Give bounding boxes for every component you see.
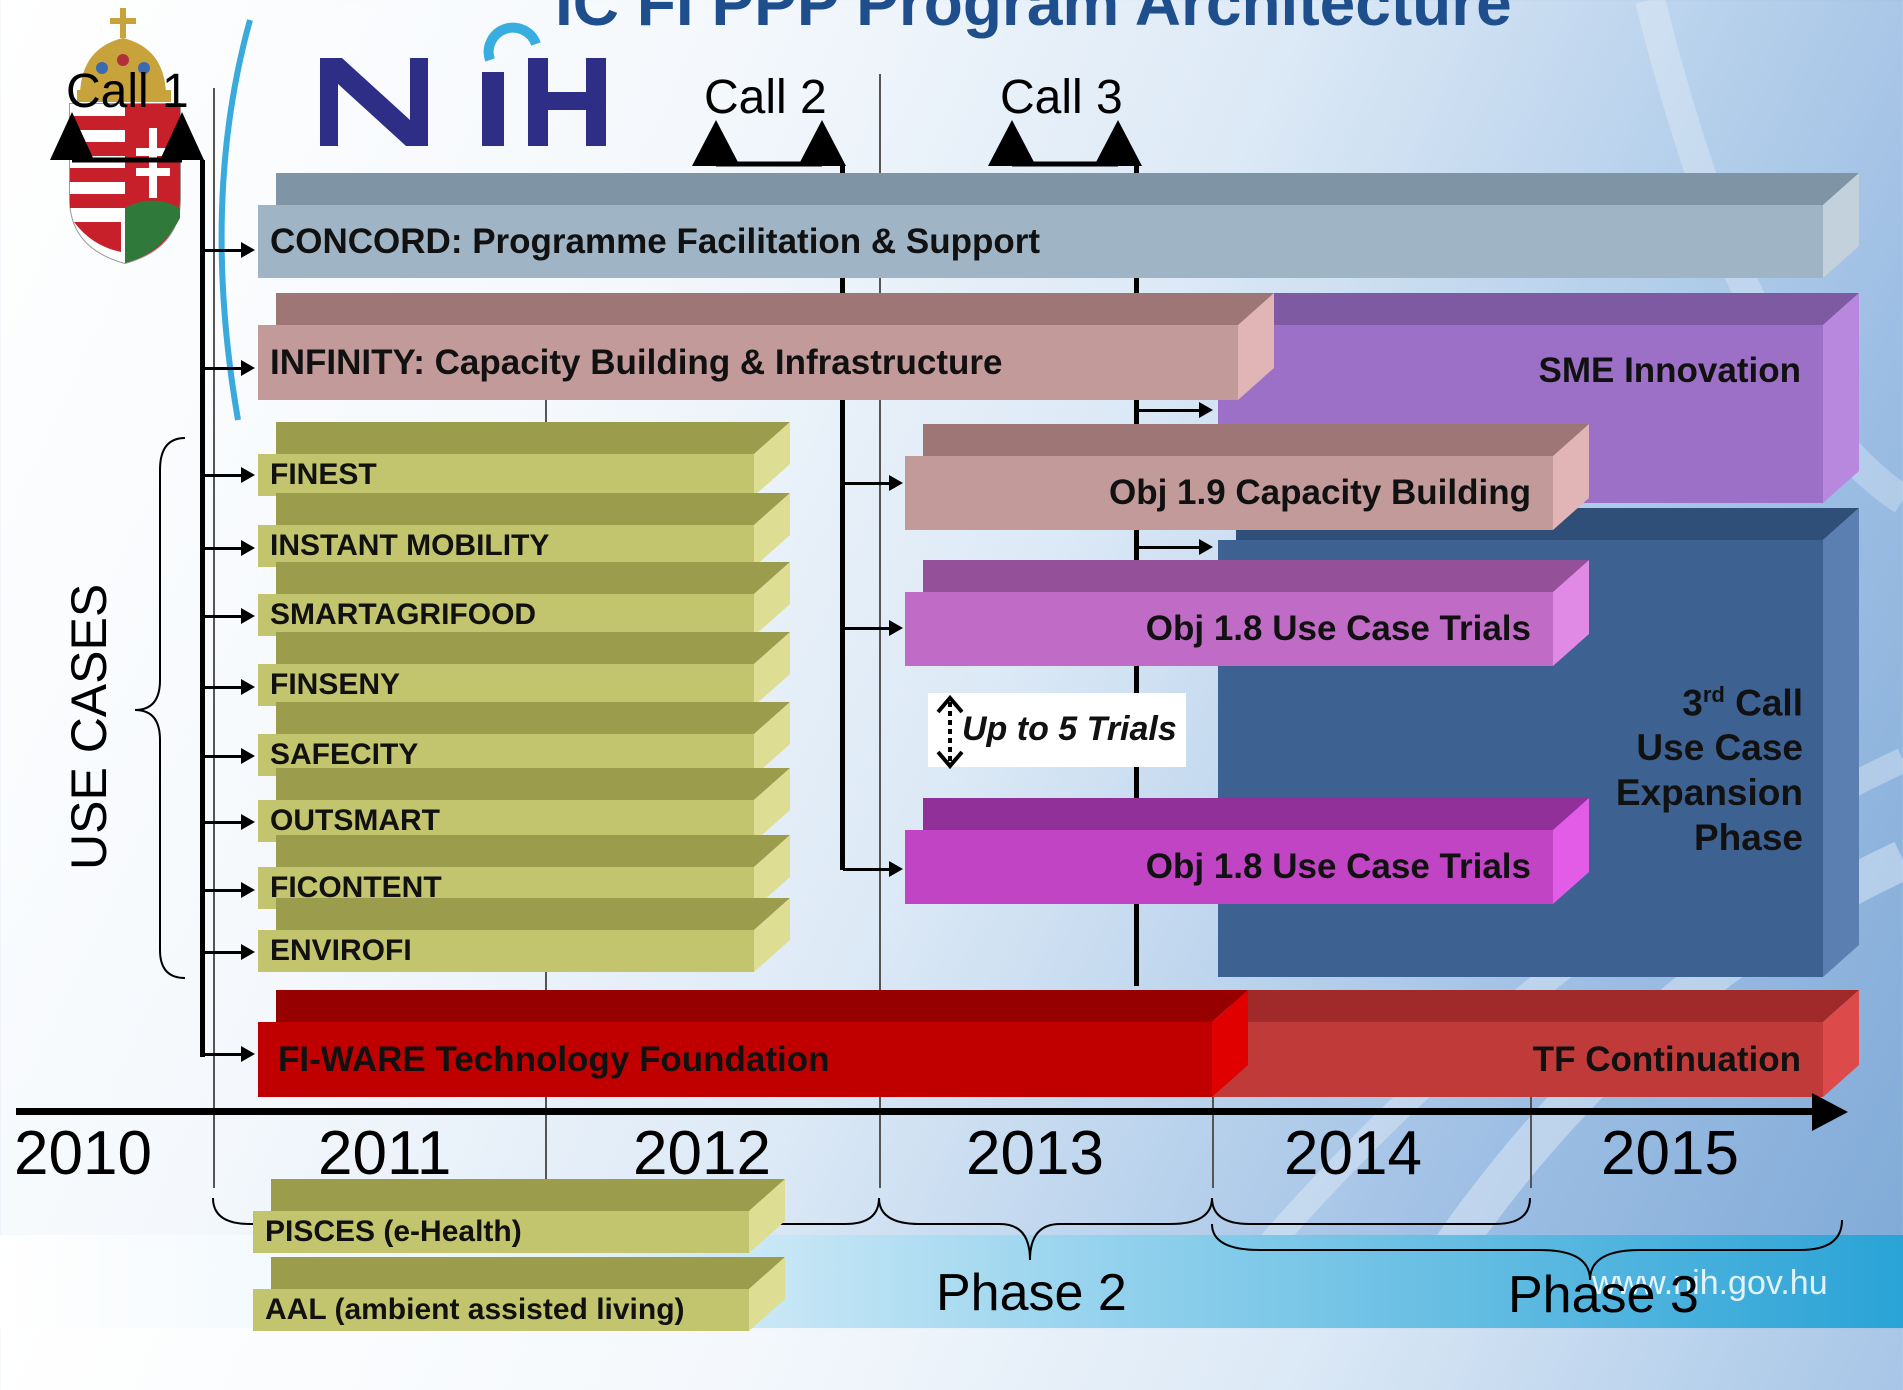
tf-label: TF Continuation xyxy=(1532,1039,1801,1079)
infinity-label: INFINITY: Capacity Building & Infrastruc… xyxy=(270,342,1003,382)
arrow-finseny xyxy=(203,679,255,695)
year-label: 2012 xyxy=(633,1119,771,1188)
extra-case-label: AAL (ambient assisted living) xyxy=(265,1293,685,1326)
concord-bar: CONCORD: Programme Facilitation & Suppor… xyxy=(258,205,1823,278)
use-case-label: SAFECITY xyxy=(270,738,419,771)
arrow-concord xyxy=(203,242,255,258)
arrow-fiware xyxy=(203,1046,255,1062)
extra-case-label: PISCES (e-Health) xyxy=(265,1215,522,1248)
use-case-label: ENVIROFI xyxy=(270,934,412,967)
timeline-axis xyxy=(16,1108,1816,1115)
fiware-label: FI-WARE Technology Foundation xyxy=(278,1039,830,1079)
infinity-bar: INFINITY: Capacity Building & Infrastruc… xyxy=(258,325,1238,400)
arrow-ficontent xyxy=(203,882,255,898)
trials-note-box xyxy=(928,693,1186,767)
use-case-bar: ENVIROFI xyxy=(258,930,754,972)
call-3-label: Call 3 xyxy=(1000,71,1123,124)
use-case-label: OUTSMART xyxy=(270,804,440,837)
call-2-label: Call 2 xyxy=(704,71,827,124)
arrow-third-call xyxy=(1137,539,1213,555)
use-case-bar: SMARTAGRIFOOD xyxy=(258,594,754,636)
use-cases-label: USE CASES xyxy=(61,583,117,870)
obj-1-8-bar: Obj 1.8 Use Case Trials xyxy=(905,830,1553,904)
obj-1-8-label: Obj 1.8 Use Case Trials xyxy=(1145,847,1531,886)
arrow-obj19 xyxy=(843,475,903,491)
hungarian-crest-icon xyxy=(62,8,192,273)
arrow-instant-mobility xyxy=(203,540,255,556)
call-2-connector xyxy=(840,166,845,870)
arrow-infinity xyxy=(203,360,255,376)
obj-1-8-bar: Obj 1.8 Use Case Trials xyxy=(905,592,1553,666)
sme-label: SME Innovation xyxy=(1538,351,1802,390)
arrow-envirofi xyxy=(203,944,255,960)
call-1-connector xyxy=(200,160,205,1057)
arrow-finest xyxy=(203,467,255,483)
nih-logo xyxy=(310,10,610,155)
year-label: 2013 xyxy=(966,1119,1104,1188)
phase-label: Phase 2 xyxy=(936,1264,1127,1322)
use-case-label: SMARTAGRIFOOD xyxy=(270,598,537,631)
third-call-label: 3rd Call Use Case Expansion Phase xyxy=(1615,682,1803,859)
fiware-bar: FI-WARE Technology Foundation xyxy=(258,1022,1212,1097)
use-case-label: FINEST xyxy=(270,458,377,491)
use-case-bar: INSTANT MOBILITY xyxy=(258,525,754,567)
phase-label: Phase 3 xyxy=(1508,1266,1699,1324)
obj-1-8-label: Obj 1.8 Use Case Trials xyxy=(1145,609,1531,648)
year-label: 2014 xyxy=(1284,1119,1422,1188)
timeline-divider xyxy=(879,74,881,1188)
extra-case-bar: AAL (ambient assisted living) xyxy=(253,1289,749,1331)
obj-1-9-label: Obj 1.9 Capacity Building xyxy=(1108,473,1531,512)
trials-note: Up to 5 Trials xyxy=(962,710,1177,748)
arrow-obj18b xyxy=(843,861,903,877)
year-label: 2010 xyxy=(14,1119,152,1188)
use-case-label: FINSENY xyxy=(270,668,401,701)
year-label: 2015 xyxy=(1601,1119,1739,1188)
use-case-bar: FINEST xyxy=(258,454,754,496)
concord-label: CONCORD: Programme Facilitation & Suppor… xyxy=(270,221,1041,261)
call-1-label: Call 1 xyxy=(66,65,189,118)
page-title: IC FI PPP Program Architecture xyxy=(555,0,1512,39)
arrow-sme xyxy=(1137,402,1213,418)
tf-continuation-bar: TF Continuation xyxy=(1212,1022,1823,1097)
arrow-outsmart xyxy=(203,814,255,830)
timeline-divider xyxy=(1530,1080,1532,1188)
obj-1-9-bar: Obj 1.9 Capacity Building xyxy=(905,456,1553,530)
footer-url: www.nih.gov.hu xyxy=(1592,1264,1828,1302)
timeline-arrow-icon xyxy=(1812,1093,1848,1131)
arrow-obj18a xyxy=(843,620,903,636)
use-case-label: INSTANT MOBILITY xyxy=(270,529,550,562)
timeline-divider xyxy=(213,88,215,1188)
arrow-safecity xyxy=(203,748,255,764)
year-label: 2011 xyxy=(318,1119,452,1188)
extra-case-bar: PISCES (e-Health) xyxy=(253,1211,749,1253)
arrow-smartagrifood xyxy=(203,608,255,624)
use-case-bar: FINSENY xyxy=(258,664,754,706)
